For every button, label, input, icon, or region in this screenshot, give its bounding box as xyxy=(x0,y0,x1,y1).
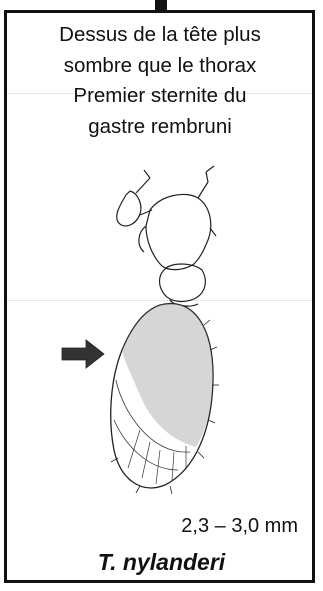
ant-gaster xyxy=(111,304,213,488)
ant-head xyxy=(117,170,152,226)
ant-petiole xyxy=(160,264,206,306)
species-name: T. nylanderi xyxy=(0,549,323,576)
arrow-right-icon xyxy=(62,340,104,368)
size-range: 2,3 – 3,0 mm xyxy=(181,515,298,538)
ant-thorax xyxy=(139,166,216,270)
